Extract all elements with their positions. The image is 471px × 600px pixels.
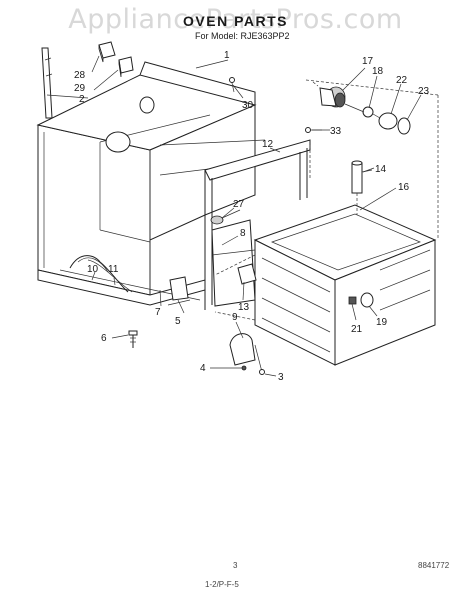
callout-1: 1 [224,50,230,61]
callout-28: 28 [74,70,86,81]
callout-6: 6 [101,333,107,344]
callouts: 1 28 29 2 30 33 17 18 22 23 12 14 16 27 … [74,50,430,383]
callout-19: 19 [376,317,388,328]
callout-4: 4 [200,363,206,374]
callout-16: 16 [398,182,410,193]
front-frame [204,139,311,310]
leveling-leg [128,330,138,348]
page-number: 3 [233,561,238,570]
callout-27: 27 [233,199,245,210]
wire-harness [69,255,133,293]
screw-30 [229,77,235,93]
callout-22: 22 [396,75,408,86]
leader-lines [46,55,422,377]
cabinet-body [36,61,266,306]
callout-30: 30 [242,100,254,111]
callout-29: 29 [74,83,86,94]
callout-33: 33 [330,126,342,137]
callout-5: 5 [175,316,181,327]
light-assembly [312,81,411,135]
callout-13: 13 [238,302,250,313]
hinge-assembly [229,333,265,375]
hinge-13 [237,263,257,285]
callout-23: 23 [418,86,430,97]
callout-14: 14 [375,164,387,175]
sensor-27 [210,209,241,225]
callout-17: 17 [362,56,374,67]
terminal-blocks [98,41,134,78]
callout-9: 9 [232,312,238,323]
vent-duct [41,47,53,119]
leader-top-right [305,79,439,96]
callout-7: 7 [155,307,161,318]
callout-21: 21 [351,324,363,335]
callout-10: 10 [87,264,99,275]
doc-code: 8841772 [418,561,450,570]
callout-18: 18 [372,66,384,77]
element-14 [351,160,373,215]
callout-3: 3 [278,372,284,383]
bracket-5 [167,276,191,306]
oven-liner [214,204,437,366]
callout-2: 2 [79,94,85,105]
print-code: 1-2/P-F-5 [205,580,239,589]
model-label: For Model: RJE363PP2 [195,31,290,41]
callout-12: 12 [262,139,274,150]
callout-11: 11 [108,264,119,275]
diagram-title: OVEN PARTS [183,13,288,29]
callout-8: 8 [240,228,246,239]
